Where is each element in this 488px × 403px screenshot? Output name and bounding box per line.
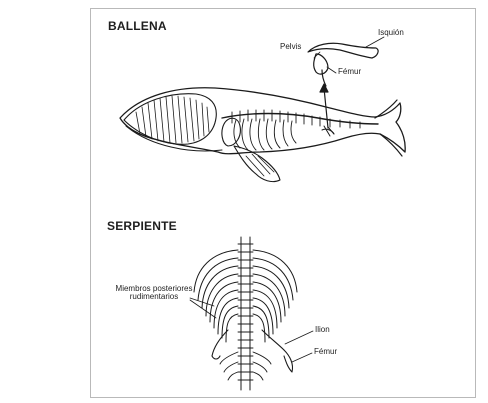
whale-jaw-line — [126, 126, 222, 151]
whale-ribs — [234, 119, 296, 150]
whale-scapula — [222, 118, 240, 146]
whale-illustration — [120, 37, 405, 182]
whale-skull-outline — [124, 94, 216, 145]
whale-tail-fluke — [375, 100, 402, 156]
label-pelvis: Pelvis — [280, 43, 301, 51]
label-rudimentary-line2: rudimentarios — [130, 292, 178, 301]
label-femur-whale: Fémur — [338, 68, 361, 76]
snake-illustration — [190, 237, 313, 390]
label-isquion: Isquión — [378, 29, 404, 37]
whale-pelvis-detail — [308, 43, 378, 86]
label-ilion: Ilion — [315, 326, 330, 334]
label-femur-snake: Fémur — [314, 348, 337, 356]
whale-heading: BALLENA — [108, 20, 167, 33]
label-rudimentary-limbs: Miembros posteriores rudimentarios — [104, 285, 204, 302]
snake-heading: SERPIENTE — [107, 220, 177, 233]
whale-spine — [222, 114, 378, 125]
whale-vertebrae — [232, 110, 360, 128]
snake-vestigial-limbs — [212, 330, 293, 372]
snake-ribs-right — [253, 250, 297, 342]
